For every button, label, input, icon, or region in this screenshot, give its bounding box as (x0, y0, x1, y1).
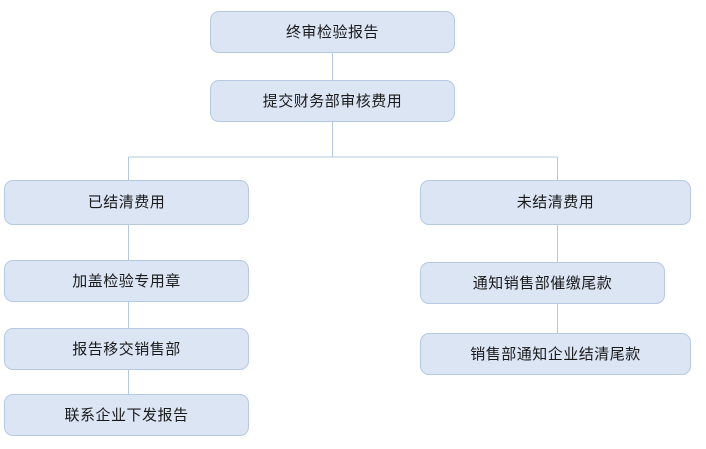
node-label: 终审检验报告 (285, 23, 379, 41)
node-label: 已结清费用 (87, 194, 166, 211)
node-final-inspection-report[interactable]: 终审检验报告 (210, 11, 455, 53)
node-affix-inspection-seal[interactable]: 加盖检验专用章 (4, 260, 249, 302)
node-label: 报告移交销售部 (72, 340, 181, 358)
node-label: 加盖检验专用章 (72, 272, 181, 290)
node-submit-finance-review-fee[interactable]: 提交财务部审核费用 (210, 80, 455, 122)
node-transfer-report-to-sales[interactable]: 报告移交销售部 (4, 328, 249, 370)
node-fee-unsettled[interactable]: 未结清费用 (420, 180, 691, 225)
node-label: 提交财务部审核费用 (262, 92, 403, 110)
node-label: 销售部通知企业结清尾款 (470, 345, 641, 363)
node-label: 通知销售部催缴尾款 (472, 274, 613, 292)
node-sales-notify-enterprise-settle[interactable]: 销售部通知企业结清尾款 (420, 333, 691, 375)
node-label: 联系企业下发报告 (64, 406, 189, 424)
node-contact-enterprise-issue-report[interactable]: 联系企业下发报告 (4, 394, 249, 436)
node-fee-settled[interactable]: 已结清费用 (4, 180, 249, 225)
node-label: 未结清费用 (516, 194, 595, 211)
node-notify-sales-collect-balance[interactable]: 通知销售部催缴尾款 (420, 262, 665, 304)
